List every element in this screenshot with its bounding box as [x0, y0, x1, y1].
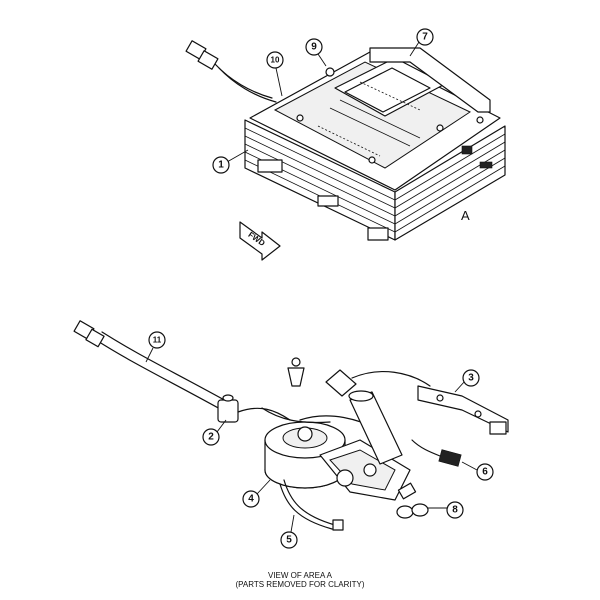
- caption-line-2: (PARTS REMOVED FOR CLARITY): [235, 580, 365, 589]
- svg-text:4: 4: [248, 494, 254, 505]
- area-a-detail: [73, 320, 509, 531]
- forward-arrow-icon: FWD: [239, 221, 281, 261]
- svg-text:7: 7: [422, 32, 428, 43]
- callout-6: 6: [461, 461, 494, 481]
- svg-text:6: 6: [482, 467, 488, 478]
- callout-7: 7: [409, 28, 434, 57]
- callout-2: 2: [202, 419, 227, 446]
- svg-text:9: 9: [311, 42, 317, 53]
- callout-5: 5: [280, 514, 298, 549]
- svg-text:1: 1: [218, 160, 224, 171]
- svg-text:5: 5: [286, 535, 292, 546]
- svg-text:8: 8: [452, 505, 458, 516]
- svg-text:11: 11: [153, 336, 162, 345]
- view-caption: VIEW OF AREA A (PARTS REMOVED FOR CLARIT…: [0, 571, 600, 589]
- callout-8: 8: [428, 501, 464, 519]
- callout-11: 11: [145, 331, 166, 363]
- callout-10: 10: [266, 51, 284, 97]
- caption-line-1: VIEW OF AREA A: [267, 571, 333, 580]
- svg-text:2: 2: [208, 432, 214, 443]
- area-a-label: A: [461, 208, 470, 223]
- svg-text:3: 3: [468, 373, 474, 384]
- callout-1: 1: [212, 149, 249, 174]
- svg-text:10: 10: [271, 56, 280, 65]
- housing-ribs: [244, 127, 506, 233]
- callout-9: 9: [305, 38, 327, 67]
- seat-base-assembly: [185, 40, 506, 241]
- callout-3: 3: [454, 369, 480, 393]
- callout-4: 4: [242, 479, 271, 508]
